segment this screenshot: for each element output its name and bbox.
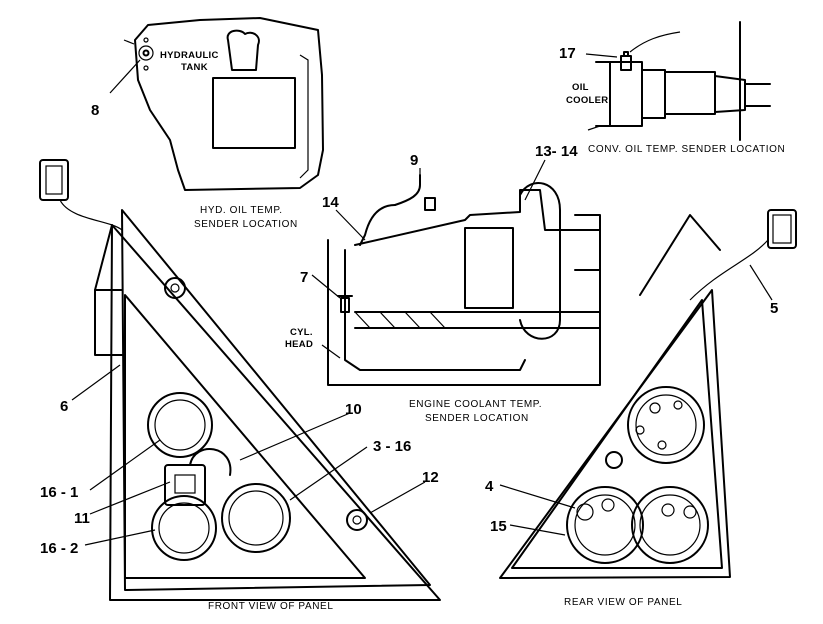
callout-3-16: 3 - 16 <box>373 438 411 455</box>
callout-5: 5 <box>770 300 778 317</box>
engine-view <box>321 174 601 386</box>
caption-engine-line2: SENDER LOCATION <box>425 413 529 424</box>
caption-engine-line1: ENGINE COOLANT TEMP. <box>409 399 542 410</box>
rear-panel-view <box>499 209 797 579</box>
label-cyl: CYL. <box>290 327 313 338</box>
label-head: HEAD <box>285 339 313 350</box>
callout-7: 7 <box>300 269 308 286</box>
caption-hyd-line2: SENDER LOCATION <box>194 219 298 230</box>
captions: HYD. OIL TEMP. SENDER LOCATION CONV. OIL… <box>194 144 785 612</box>
callout-14: 14 <box>322 194 339 211</box>
caption-hyd-line1: HYD. OIL TEMP. <box>200 205 283 216</box>
callout-8: 8 <box>91 102 99 119</box>
callout-9: 9 <box>410 152 418 169</box>
caption-front-view: FRONT VIEW OF PANEL <box>208 601 334 612</box>
label-oil: OIL <box>572 82 589 93</box>
callout-15: 15 <box>490 518 507 535</box>
front-panel-view <box>39 159 441 601</box>
hydraulic-tank-view <box>109 17 324 191</box>
callout-17: 17 <box>559 45 576 62</box>
callout-10: 10 <box>345 401 362 418</box>
callouts: 8 17 9 13- 14 14 7 5 6 10 3 - 16 12 16 -… <box>40 45 778 557</box>
callout-6: 6 <box>60 398 68 415</box>
callout-4: 4 <box>485 478 494 495</box>
callout-12: 12 <box>422 469 439 486</box>
caption-rear-view: REAR VIEW OF PANEL <box>564 597 682 608</box>
label-cooler: COOLER <box>566 95 608 106</box>
label-tank: TANK <box>181 62 208 73</box>
oil-cooler-view <box>587 21 771 141</box>
part-labels: HYDRAULIC TANK OIL COOLER CYL. HEAD <box>160 50 608 350</box>
callout-16-2: 16 - 2 <box>40 540 78 557</box>
label-hydraulic: HYDRAULIC <box>160 50 219 61</box>
leader-lines <box>71 53 773 546</box>
caption-conv: CONV. OIL TEMP. SENDER LOCATION <box>588 144 785 155</box>
callout-13-14: 13- 14 <box>535 143 578 160</box>
callout-16-1: 16 - 1 <box>40 484 78 501</box>
callout-11: 11 <box>74 510 90 527</box>
